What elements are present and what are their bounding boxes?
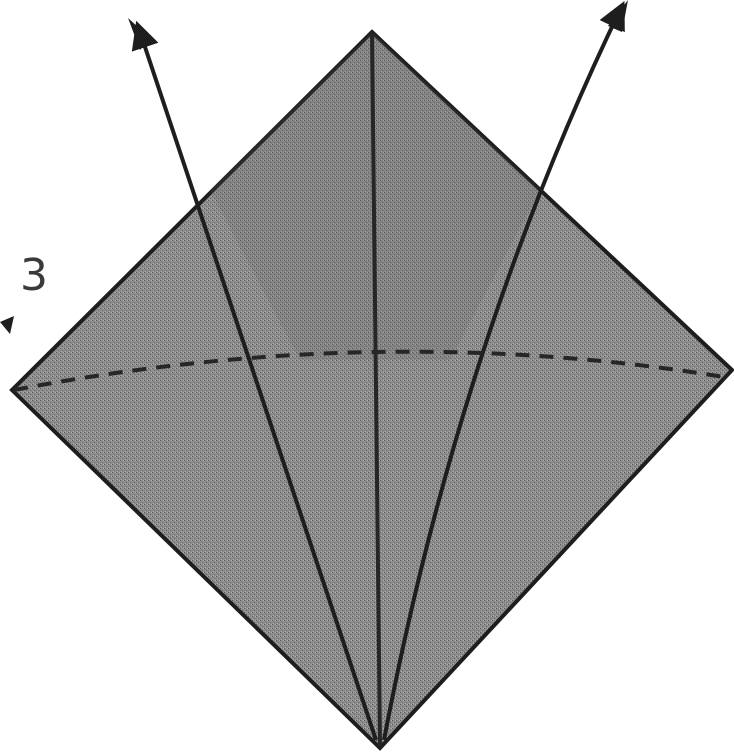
step-number: 3 — [20, 250, 48, 301]
arrow-up-right-icon — [608, 0, 628, 32]
arrow-up-left-icon — [128, 18, 150, 50]
arrow-left-icon — [0, 316, 14, 334]
